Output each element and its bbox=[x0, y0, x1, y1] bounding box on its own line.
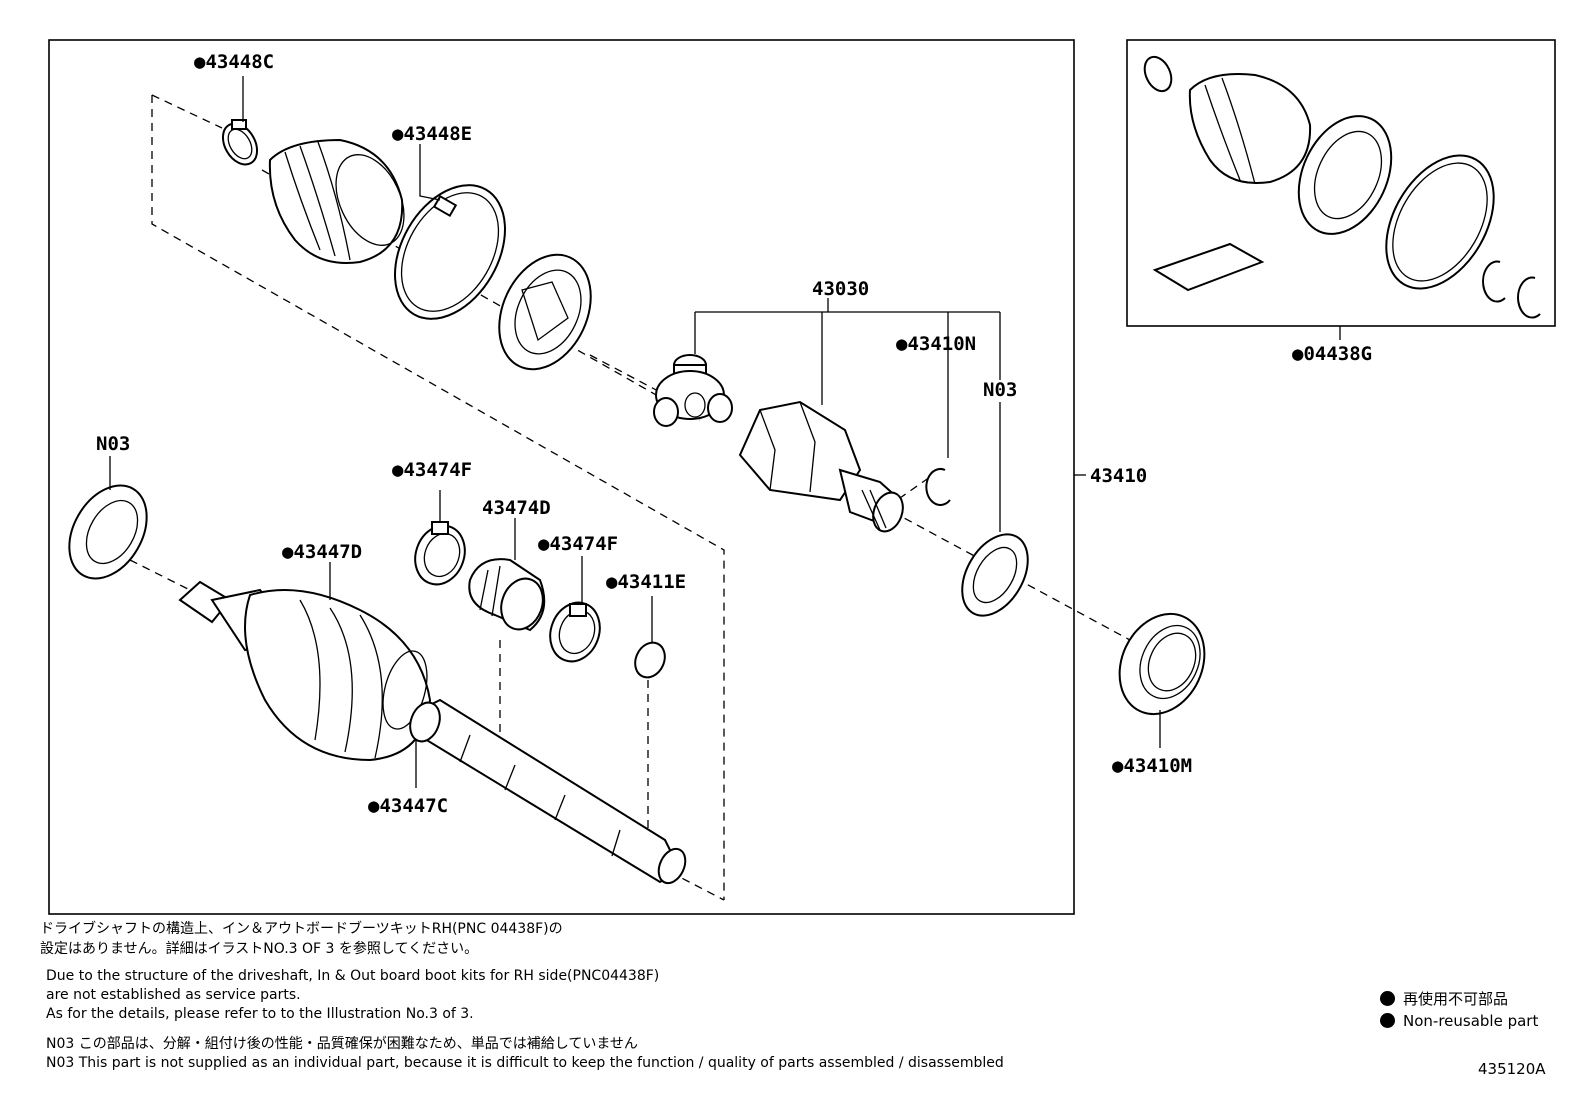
oil-seal-43410M[interactable] bbox=[1104, 600, 1220, 728]
note-en-line1: Due to the structure of the driveshaft, … bbox=[46, 968, 660, 984]
clamp-ring-43448E[interactable] bbox=[372, 166, 527, 339]
legend-bullet-icon bbox=[1380, 991, 1395, 1006]
washer-N03-left[interactable] bbox=[54, 472, 163, 593]
label-43447D[interactable]: ●43447D bbox=[282, 541, 362, 563]
label-43448E[interactable]: ●43448E bbox=[392, 123, 472, 145]
damper-43474D[interactable] bbox=[468, 558, 549, 635]
label-04438G[interactable]: ●04438G bbox=[1292, 343, 1372, 365]
label-N03-left[interactable]: N03 bbox=[96, 433, 130, 455]
label-43474F-left[interactable]: ●43474F bbox=[392, 459, 472, 481]
label-43410N[interactable]: ●43410N bbox=[896, 333, 976, 355]
label-43448C[interactable]: ●43448C bbox=[194, 51, 274, 73]
main-assembly-frame bbox=[48, 39, 1075, 915]
drive-shaft[interactable] bbox=[405, 698, 690, 887]
label-43030[interactable]: 43030 bbox=[812, 278, 869, 300]
label-43447C[interactable]: ●43447C bbox=[368, 795, 448, 817]
label-43410[interactable]: 43410 bbox=[1090, 465, 1147, 487]
note-jp-line2: 設定はありません。詳細はイラストNO.3 OF 3 を参照してください。 bbox=[40, 941, 479, 957]
label-43410M[interactable]: ●43410M bbox=[1112, 755, 1192, 777]
snap-ring-43411E[interactable] bbox=[630, 638, 671, 682]
note-n03-en: N03 This part is not supplied as an indi… bbox=[46, 1055, 1004, 1071]
legend-jp: 再使用不可部品 bbox=[1380, 988, 1508, 1009]
note-en-line3: As for the details, please refer to to t… bbox=[46, 1006, 474, 1022]
label-43474D[interactable]: 43474D bbox=[482, 497, 551, 519]
note-jp-line1: ドライブシャフトの構造上、イン＆アウトボードブーツキットRH(PNC 04438… bbox=[40, 921, 563, 937]
inboard-joint-housing-43030[interactable] bbox=[738, 400, 908, 536]
label-43411E[interactable]: ●43411E bbox=[606, 571, 686, 593]
tripod-joint[interactable] bbox=[653, 354, 733, 427]
boot-43448E-body[interactable] bbox=[268, 138, 418, 264]
boot-kit-frame bbox=[1126, 39, 1556, 327]
note-en-line2: are not established as service parts. bbox=[46, 987, 301, 1003]
illustration-id: 435120A bbox=[1478, 1060, 1546, 1078]
snap-ring-43410N[interactable] bbox=[925, 467, 951, 506]
clamp-43474F-right[interactable] bbox=[542, 596, 608, 669]
clamp-43474F-left[interactable] bbox=[407, 519, 473, 592]
legend-jp-text: 再使用不可部品 bbox=[1403, 990, 1509, 1008]
clamp-43448C[interactable] bbox=[216, 117, 264, 170]
legend-en-text: Non-reusable part bbox=[1403, 1012, 1539, 1030]
note-n03-jp: N03 この部品は、分解・組付け後の性能・品質確保が困難なため、単品では補給して… bbox=[46, 1036, 638, 1052]
label-43474F-right[interactable]: ●43474F bbox=[538, 533, 618, 555]
outboard-joint-boot-43447D[interactable] bbox=[178, 580, 435, 762]
legend-bullet-icon bbox=[1380, 1013, 1395, 1028]
washer-N03-right[interactable] bbox=[949, 523, 1041, 627]
outer-race-cup[interactable] bbox=[482, 240, 609, 384]
label-N03-right[interactable]: N03 bbox=[983, 379, 1017, 401]
leader-lines bbox=[109, 76, 1341, 788]
legend-en: Non-reusable part bbox=[1380, 1012, 1538, 1030]
boot-kit-04438G-parts[interactable] bbox=[1140, 53, 1541, 319]
